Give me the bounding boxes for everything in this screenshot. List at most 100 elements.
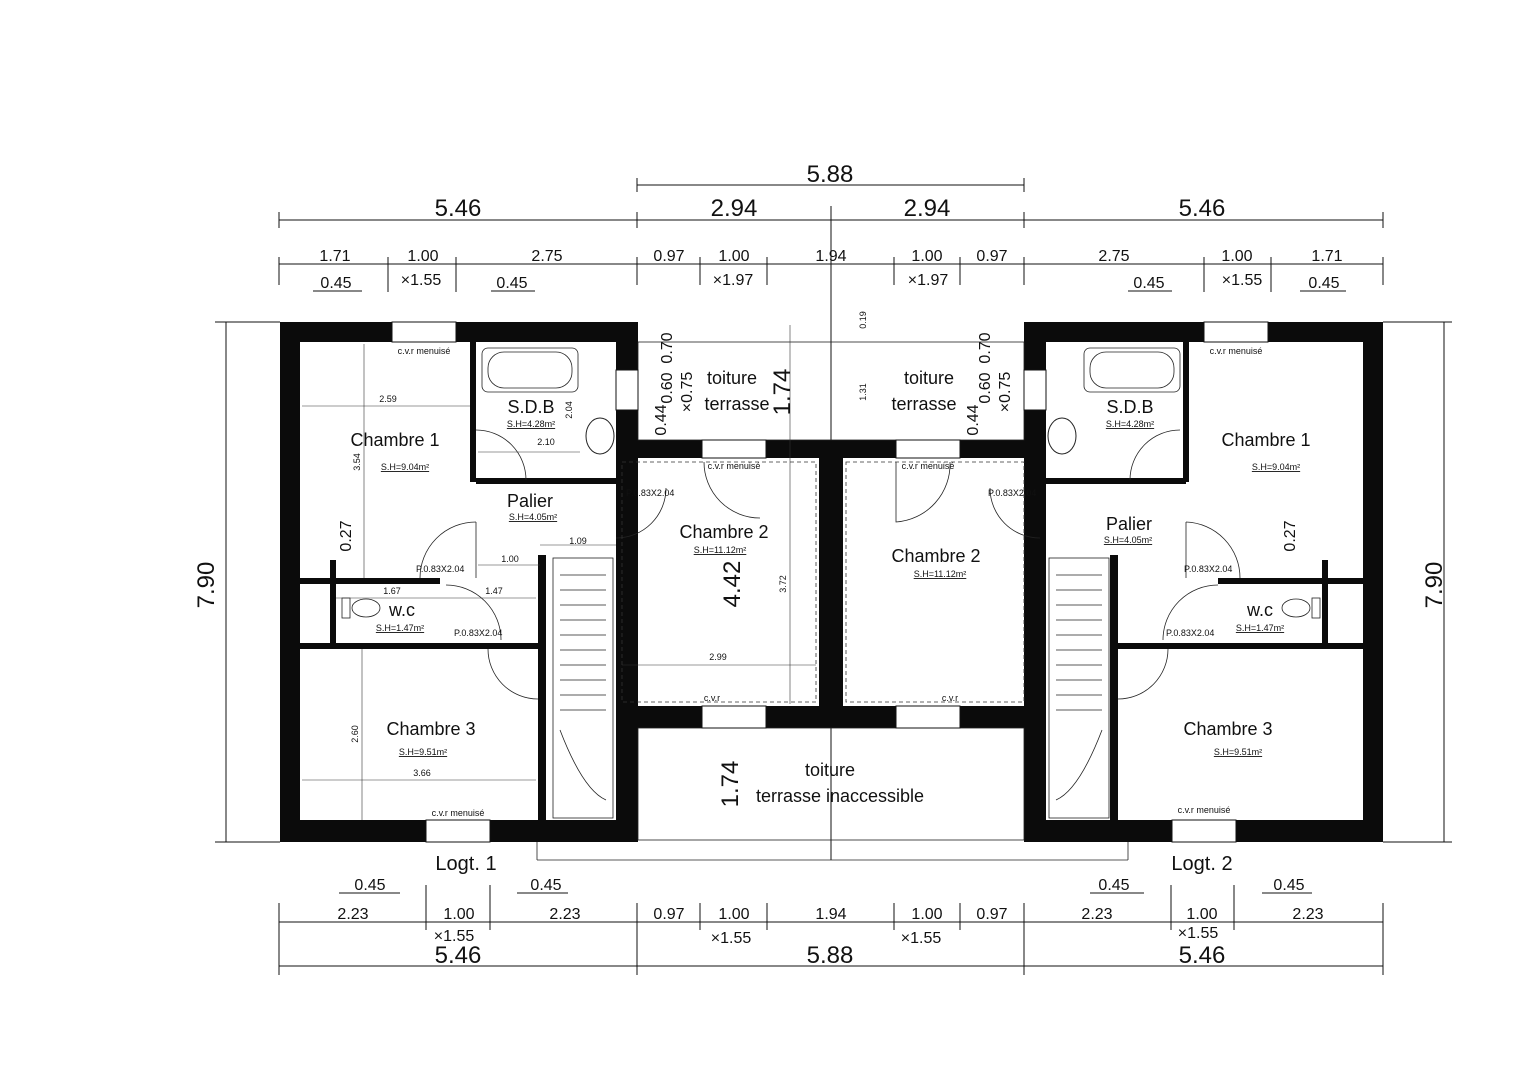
int-dim-210: 2.10 xyxy=(537,437,555,447)
int-dim-100: 1.00 xyxy=(501,554,519,564)
cvr-label-5: c.v.r menuisé xyxy=(708,461,761,471)
terraces: toiture terrasse toiture terrasse toitur… xyxy=(704,368,956,806)
dim-bottom-sub-5: 1.00 xyxy=(718,906,749,923)
room-right-palier-area: S.H=4.05m² xyxy=(1104,535,1152,545)
dim-top-sub-7: 1.00 xyxy=(911,248,942,265)
dim-bottom-sub-1: 2.23 xyxy=(337,906,368,923)
dim-top-main-1: 5.46 xyxy=(435,195,482,222)
terrace-left-line1: toiture xyxy=(707,368,757,388)
int-dim-366: 3.66 xyxy=(413,768,431,778)
dim-top-sub-1: 1.71 xyxy=(319,248,350,265)
dim-bottom-sub-11: 2.23 xyxy=(1292,906,1323,923)
int-dim-147: 1.47 xyxy=(485,586,503,596)
dim-top-sub2-1: 0.45 xyxy=(320,275,351,292)
dim-bottom-sub2-4: ×1.55 xyxy=(1178,925,1219,942)
terrace-bottom-line1: toiture xyxy=(805,760,855,780)
dim-bottom-sub2-1: ×1.55 xyxy=(434,928,475,945)
door-label-6: P.0.83X2.04 xyxy=(1166,628,1214,638)
room-left-chambre1-area: S.H=9.04m² xyxy=(381,462,429,472)
int-dim-075-right: ×0.75 xyxy=(997,372,1014,413)
room-right-chambre3-name: Chambre 3 xyxy=(1183,719,1272,739)
dim-top-sub2-2: ×1.55 xyxy=(401,272,442,289)
logt1-label: Logt. 1 xyxy=(435,853,496,875)
bottom-dimensions: 0.45 0.45 0.45 0.45 2.23 1.00 2.23 0.97 … xyxy=(278,877,1384,975)
dim-top-sub-9: 2.75 xyxy=(1098,248,1129,265)
dim-bottom-small-1: 0.45 xyxy=(354,877,385,894)
int-dim-354: 3.54 xyxy=(352,453,362,471)
dim-vertical-4-42: 4.42 xyxy=(719,561,746,608)
dim-bottom-main-3: 5.46 xyxy=(1179,942,1226,969)
bathtub-right xyxy=(1083,347,1181,393)
room-right-sdb-name: S.D.B xyxy=(1106,397,1153,417)
dashed-lines xyxy=(621,461,1025,703)
dim-left-height: 7.90 xyxy=(193,562,220,609)
dim-top-sub-5: 1.00 xyxy=(718,248,749,265)
room-right-wc-name: w.c xyxy=(1246,600,1273,620)
cvr-short-label-1: c.v.r xyxy=(704,693,720,703)
toilet-right xyxy=(1281,597,1321,619)
dim-bottom-sub-7: 1.00 xyxy=(911,906,942,923)
interior-dim-lines xyxy=(302,325,816,820)
room-left-chambre3-name: Chambre 3 xyxy=(386,719,475,739)
dim-vertical-0-27-right: 0.27 xyxy=(1282,520,1299,551)
dim-top-main-3: 2.94 xyxy=(904,195,951,222)
dim-top-sub-11: 1.71 xyxy=(1311,248,1342,265)
terrace-left-line2: terrasse xyxy=(704,394,769,414)
int-dim-372: 3.72 xyxy=(778,575,788,593)
staircase-right xyxy=(1048,557,1110,819)
windows xyxy=(391,321,1269,843)
door-label-1: P.0.83X2.04 xyxy=(416,564,464,574)
room-right-chambre1-area: S.H=9.04m² xyxy=(1252,462,1300,472)
staircase-left xyxy=(552,557,614,819)
dim-top-main-2: 2.94 xyxy=(711,195,758,222)
int-dim-259: 2.59 xyxy=(379,394,397,404)
sink-right xyxy=(1047,417,1077,455)
door-label-3: P.0.83X2.04 xyxy=(626,488,674,498)
toilet-left xyxy=(341,597,381,619)
logt2-label: Logt. 2 xyxy=(1171,853,1232,875)
dim-top-sub2-8: 0.45 xyxy=(1308,275,1339,292)
door-label-4: P.0.83X2.04 xyxy=(988,488,1036,498)
room-left-chambre1-name: Chambre 1 xyxy=(350,430,439,450)
top-dimensions: 5.88 5.46 2.94 2.94 5.46 1.71 1.00 xyxy=(278,161,1384,860)
room-left-sdb-name: S.D.B xyxy=(507,397,554,417)
dim-top-main-4: 5.46 xyxy=(1179,195,1226,222)
dim-top-sub-8: 0.97 xyxy=(976,248,1007,265)
room-right-wc-area: S.H=1.47m² xyxy=(1236,623,1284,633)
int-dim-167: 1.67 xyxy=(383,586,401,596)
room-left-sdb-area: S.H=4.28m² xyxy=(507,419,555,429)
room-right-chambre1-name: Chambre 1 xyxy=(1221,430,1310,450)
misc-labels: Logt. 1 Logt. 2 c.v.r menuisé c.v.r menu… xyxy=(338,311,1299,875)
room-right-sdb-area: S.H=4.28m² xyxy=(1106,419,1154,429)
room-left-wc-area: S.H=1.47m² xyxy=(376,623,424,633)
dim-bottom-sub2-2: ×1.55 xyxy=(711,930,752,947)
cvr-label-2: c.v.r menuisé xyxy=(1210,346,1263,356)
rooms: Chambre 1 S.H=9.04m² S.D.B S.H=4.28m² Pa… xyxy=(350,397,1310,757)
int-dim-109: 1.09 xyxy=(569,536,587,546)
room-left-chambre3-area: S.H=9.51m² xyxy=(399,747,447,757)
dim-top-sub-2: 1.00 xyxy=(407,248,438,265)
dim-top-sub2-4: ×1.97 xyxy=(713,272,754,289)
door-label-2: P.0.83X2.04 xyxy=(454,628,502,638)
dim-top-sub2-3: 0.45 xyxy=(496,275,527,292)
room-left-chambre2-name: Chambre 2 xyxy=(679,522,768,542)
dim-top-sub-10: 1.00 xyxy=(1221,248,1252,265)
terrace-right-line2: terrasse xyxy=(891,394,956,414)
dim-bottom-sub-8: 0.97 xyxy=(976,906,1007,923)
room-right-chambre2-name: Chambre 2 xyxy=(891,546,980,566)
int-dim-131: 1.31 xyxy=(858,383,868,401)
door-swings xyxy=(419,429,1241,700)
cvr-label-3: c.v.r menuisé xyxy=(432,808,485,818)
int-dim-070-left: 0.70 xyxy=(659,332,676,363)
dim-bottom-main-2: 5.88 xyxy=(807,942,854,969)
cvr-short-label-2: c.v.r xyxy=(942,693,958,703)
room-left-palier-name: Palier xyxy=(507,491,553,511)
dim-top-sub2-5: ×1.97 xyxy=(908,272,949,289)
dim-bottom-sub2-3: ×1.55 xyxy=(901,930,942,947)
int-dim-204: 2.04 xyxy=(564,401,574,419)
cvr-label-1: c.v.r menuisé xyxy=(398,346,451,356)
dim-vertical-1-74-top: 1.74 xyxy=(769,369,796,416)
dim-bottom-small-4: 0.45 xyxy=(1273,877,1304,894)
int-dim-075-left: ×0.75 xyxy=(679,372,696,413)
